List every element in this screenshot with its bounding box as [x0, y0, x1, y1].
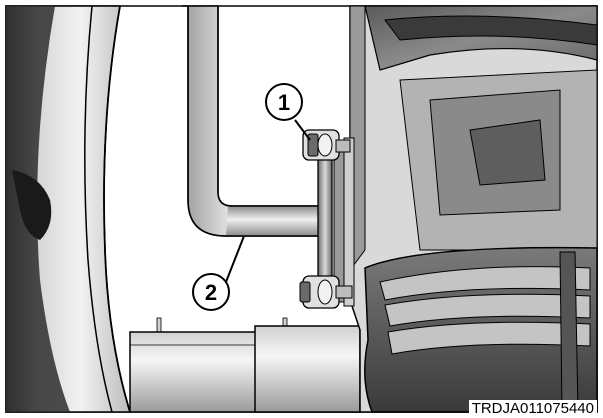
callout-2: 2: [192, 235, 245, 311]
mounting-bolt-top: [302, 129, 351, 161]
callout-2-label: 2: [205, 280, 217, 305]
figure-id-label: TRDJA011075440: [468, 400, 597, 418]
step-bracket: [364, 246, 598, 413]
link-bar: [317, 137, 355, 307]
bottom-cylinder: [129, 325, 361, 413]
support-rod: [182, 5, 331, 237]
callout-1: 1: [265, 83, 311, 141]
callout-1-label: 1: [278, 90, 290, 115]
left-panel: [5, 5, 132, 413]
mounting-bolt-bottom: [299, 275, 353, 309]
